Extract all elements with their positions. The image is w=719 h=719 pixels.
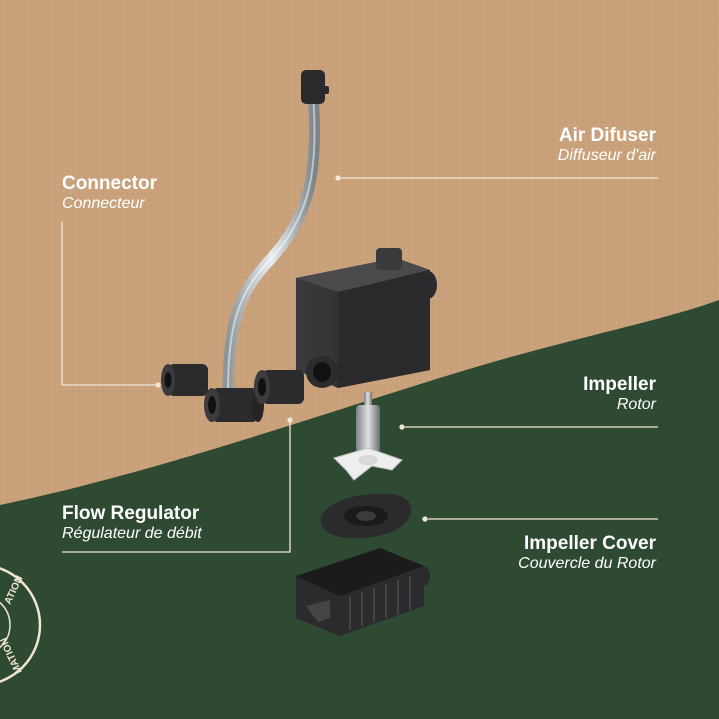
label-impeller: Impeller Rotor <box>583 374 656 414</box>
pump-body <box>296 248 437 388</box>
leader-air-dot <box>335 175 341 181</box>
connector-left <box>161 364 208 396</box>
leader-cover-dot <box>422 516 428 522</box>
impeller-part <box>333 392 403 481</box>
label-air-diffuser-fr: Diffuseur d'air <box>557 146 656 164</box>
leader-impeller-dot <box>399 424 405 430</box>
flow-regulator-part <box>204 388 264 422</box>
air-diffuser-cap <box>301 70 325 104</box>
label-connector: Connector Connecteur <box>62 173 157 213</box>
intake-cage-part <box>296 548 430 636</box>
label-impeller-cover-en: Impeller Cover <box>524 533 656 554</box>
label-flow-regulator: Flow Regulator Régulateur de débit <box>62 503 202 543</box>
label-flow-regulator-fr: Régulateur de débit <box>62 524 202 542</box>
leader-connector <box>61 222 155 386</box>
leader-flow <box>62 420 291 553</box>
connector-right <box>254 370 304 404</box>
label-impeller-cover: Impeller Cover Couvercle du Rotor <box>518 533 656 573</box>
label-air-diffuser: Air Difuser Diffuseur d'air <box>558 125 656 165</box>
impeller-cover-part <box>320 493 412 539</box>
air-tube <box>222 70 329 401</box>
label-air-diffuser-en: Air Difuser <box>558 125 656 146</box>
label-flow-regulator-en: Flow Regulator <box>62 503 200 524</box>
label-impeller-cover-fr: Couvercle du Rotor <box>518 554 656 572</box>
leader-flow-dot <box>287 417 293 423</box>
leader-connector-dot <box>155 382 161 388</box>
label-connector-fr: Connecteur <box>62 194 145 212</box>
label-impeller-en: Impeller <box>583 374 656 395</box>
label-impeller-fr: Rotor <box>616 395 656 413</box>
label-connector-en: Connector <box>62 173 157 194</box>
badge-seal <box>0 567 42 683</box>
leader-lines <box>61 175 658 553</box>
